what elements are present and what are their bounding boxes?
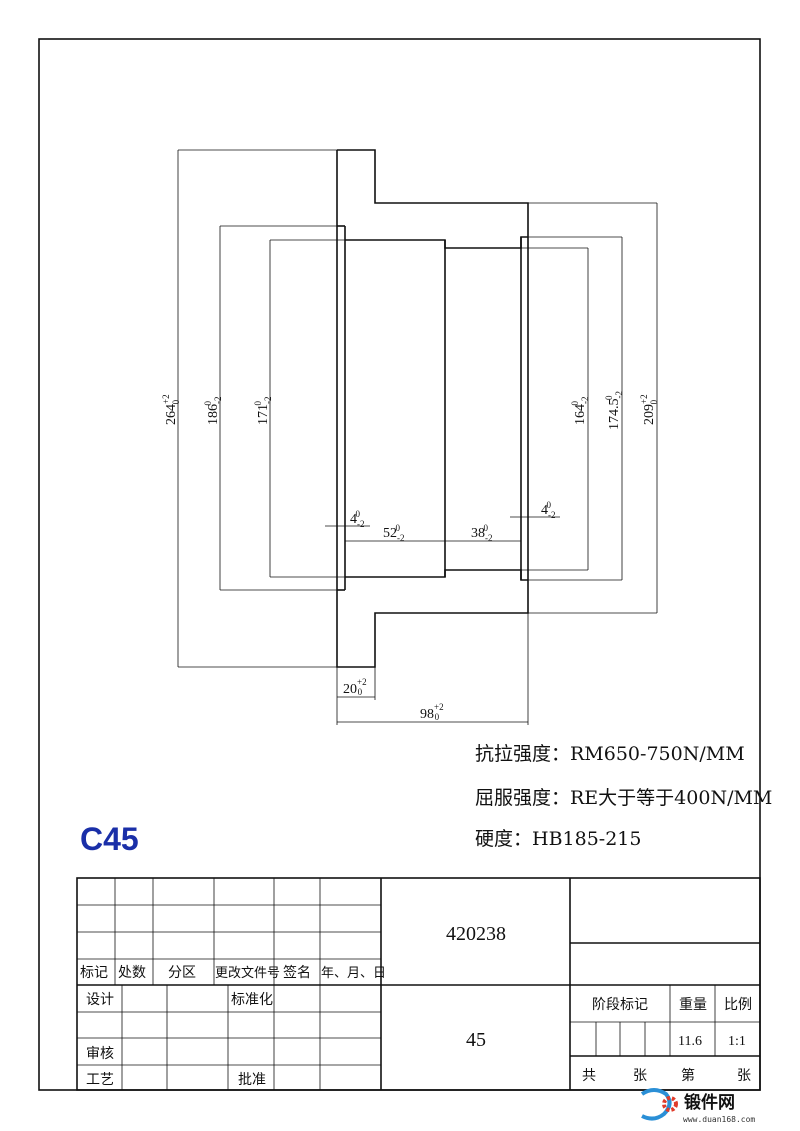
dim-264: 264+20	[161, 394, 181, 425]
label-weight: 重量	[679, 997, 707, 1013]
label-sheet-no: 第	[681, 1067, 695, 1084]
header-date: 年、月、日	[321, 966, 386, 981]
logo-d-icon	[640, 1088, 672, 1121]
part-outline	[336, 149, 529, 668]
header-mark: 标记	[80, 965, 108, 981]
drawing-number: 420238	[446, 923, 506, 945]
dim-52: 52-20	[383, 523, 405, 543]
header-count: 处数	[118, 965, 146, 981]
watermark-url: www.duan168.com	[683, 1115, 755, 1124]
label-total: 共	[582, 1068, 596, 1084]
label-sheets-1: 张	[633, 1068, 647, 1084]
material-mark: C45	[80, 821, 139, 857]
dim-209: 209+20	[639, 394, 659, 425]
header-zone: 分区	[168, 965, 196, 981]
label-review: 审核	[86, 1046, 114, 1062]
label-approve: 批准	[238, 1072, 266, 1088]
label-process: 工艺	[86, 1072, 114, 1088]
dim-171: 171-20	[253, 397, 273, 426]
weight-value: 11.6	[678, 1034, 702, 1049]
watermark-name: 锻件网	[684, 1092, 735, 1113]
header-change-doc: 更改文件号	[215, 966, 280, 981]
header-signature: 签名	[283, 964, 311, 981]
logo-gear-icon	[662, 1096, 678, 1112]
requirement-tensile: 抗拉强度：RM650-750N/MM	[475, 743, 745, 765]
dimension-lines	[177, 149, 658, 725]
requirement-yield: 屈服强度：RE大于等于400N/MM	[475, 787, 772, 809]
label-standardize: 标准化	[231, 992, 273, 1008]
dim-164: 164-20	[570, 397, 590, 426]
scale-value: 1:1	[728, 1034, 746, 1049]
label-stage-mark: 阶段标记	[592, 997, 648, 1013]
dim-4-right: 4-20	[541, 500, 556, 520]
label-design: 设计	[86, 992, 114, 1008]
title-block	[76, 877, 761, 1091]
dim-38: 38-20	[471, 523, 493, 543]
material-value: 45	[466, 1029, 486, 1051]
label-scale: 比例	[724, 997, 752, 1013]
dim-4-left: 4-20	[350, 509, 365, 529]
label-sheets-2: 张	[737, 1068, 751, 1084]
dim-174-5: 174.5-20	[604, 391, 624, 430]
watermark-logo: 锻件网 www.duan168.com	[640, 1088, 755, 1124]
dim-186: 186-20	[203, 397, 223, 426]
requirement-hardness: 硬度：HB185-215	[475, 828, 641, 850]
